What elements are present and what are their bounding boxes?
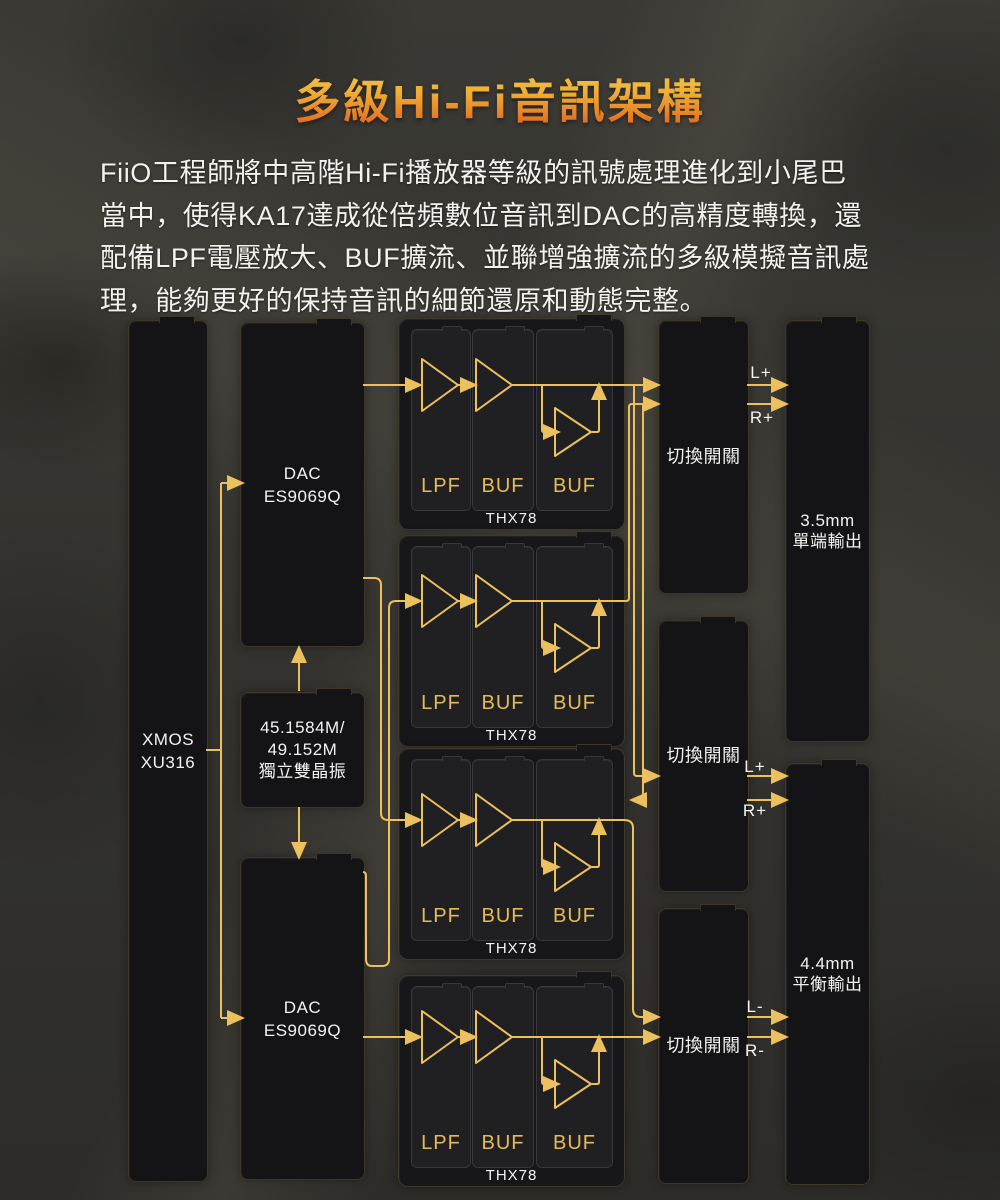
thx-badge: THX78 xyxy=(485,510,538,527)
buf-stage-1: BUF xyxy=(472,983,534,1168)
buf-label: BUF xyxy=(481,475,525,497)
buf-stage-2: BUF xyxy=(536,756,613,941)
buf-stage-2: BUF xyxy=(536,326,613,511)
buf-stage-1: BUF xyxy=(472,756,534,941)
intro-line-4: 理，能夠更好的保持音訊的細節還原和動態完整。 xyxy=(100,285,708,316)
output-4_4mm-line2: 平衡輸出 xyxy=(792,975,863,994)
xmos-controller-block: XMOS XU316 xyxy=(128,316,208,1182)
buf-label: BUF xyxy=(481,905,525,927)
page-title: 多級Hi-Fi音訊架構 xyxy=(0,66,1000,132)
wire-group2-to-switch1 xyxy=(624,396,661,602)
port-label-Rplus: R+ xyxy=(742,801,768,820)
port-label-Rminus: R- xyxy=(745,1041,765,1060)
wire-group3-to-switch3 xyxy=(623,819,661,1025)
buf-label: BUF xyxy=(553,475,596,497)
wire-branch-to-switch2-R xyxy=(629,404,647,808)
oscillator-label-3: 獨立雙晶振 xyxy=(258,762,347,781)
buf-stage-1: BUF xyxy=(472,543,534,728)
intro-line-1: FiiO工程師將中高階Hi-Fi播放器等級的訊號處理進化到小尾巴 xyxy=(100,158,847,188)
lpf-label: LPF xyxy=(421,692,461,714)
lpf-stage: LPF xyxy=(411,756,471,941)
intro-line-2: 當中，使得KA17達成從倍頻數位音訊到DAC的高精度轉換，還 xyxy=(100,200,863,231)
output-3_5mm-line2: 單端輸出 xyxy=(792,532,863,551)
thx-badge: THX78 xyxy=(485,1167,538,1184)
dac-bottom-label-2: ES9069Q xyxy=(263,1020,342,1040)
buf-stage-2: BUF xyxy=(536,983,613,1168)
switch-label: 切換開關 xyxy=(666,1035,741,1056)
switch-label: 切換開關 xyxy=(666,446,741,467)
lpf-label: LPF xyxy=(421,905,461,927)
port-label-Lminus: L- xyxy=(746,997,764,1016)
buf-label: BUF xyxy=(481,1132,525,1154)
amp-group-4: LPF BUF BUF THX78 xyxy=(398,971,625,1187)
xmos-label-1: XMOS xyxy=(141,730,195,749)
lpf-label: LPF xyxy=(421,475,461,497)
oscillator-label-1: 45.1584M/ xyxy=(260,718,345,737)
intro-paragraph: FiiO工程師將中高階Hi-Fi播放器等級的訊號處理進化到小尾巴 當中，使得KA… xyxy=(100,152,912,322)
lpf-stage: LPF xyxy=(411,326,471,511)
output-4_4mm-line1: 4.4mm xyxy=(800,954,855,973)
thx-badge: THX78 xyxy=(485,727,538,744)
output-3_5mm-block: 3.5mm 單端輸出 xyxy=(785,316,870,742)
crystal-oscillator-block: 45.1584M/ 49.152M 獨立雙晶振 xyxy=(240,688,365,808)
dac-top-block: DAC ES9069Q xyxy=(240,318,365,647)
amp-group-1: LPF BUF BUF THX78 xyxy=(398,314,625,530)
amp-group-3: LPF BUF BUF THX78 xyxy=(398,744,625,960)
port-label-Lplus: L+ xyxy=(750,363,772,382)
port-label-Rplus: R+ xyxy=(749,408,775,427)
buf-label: BUF xyxy=(553,905,596,927)
switch-block-3: 切換開關 xyxy=(658,904,749,1184)
lpf-label: LPF xyxy=(421,1132,461,1154)
buf-stage-2: BUF xyxy=(536,543,613,728)
switch-block-1: 切換開關 xyxy=(658,316,749,594)
buf-stage-1: BUF xyxy=(472,326,534,511)
xmos-label-2: XU316 xyxy=(140,753,196,772)
dac-top-label-2: ES9069Q xyxy=(263,486,342,506)
intro-line-3: 配備LPF電壓放大、BUF擴流、並聯增強擴流的多級模擬音訊處 xyxy=(100,243,870,273)
dac-bottom-label-1: DAC xyxy=(283,997,322,1017)
lpf-stage: LPF xyxy=(411,543,471,728)
amp-group-2: LPF BUF BUF THX78 xyxy=(398,531,625,747)
dac-bottom-block: DAC ES9069Q xyxy=(240,853,365,1180)
oscillator-label-2: 49.152M xyxy=(267,740,338,759)
output-3_5mm-line1: 3.5mm xyxy=(800,511,855,530)
dac-top-label-1: DAC xyxy=(283,463,322,483)
wire-branch-to-switch2-L xyxy=(633,385,661,784)
buf-label: BUF xyxy=(553,692,596,714)
switch-block-2: 切換開關 xyxy=(658,616,749,892)
lpf-stage: LPF xyxy=(411,983,471,1168)
buf-label: BUF xyxy=(553,1132,596,1154)
output-4_4mm-block: 4.4mm 平衡輸出 xyxy=(785,759,870,1185)
thx-badge: THX78 xyxy=(485,940,538,957)
port-label-Lplus: L+ xyxy=(744,757,766,776)
buf-label: BUF xyxy=(481,692,525,714)
switch-label: 切換開關 xyxy=(666,745,741,766)
